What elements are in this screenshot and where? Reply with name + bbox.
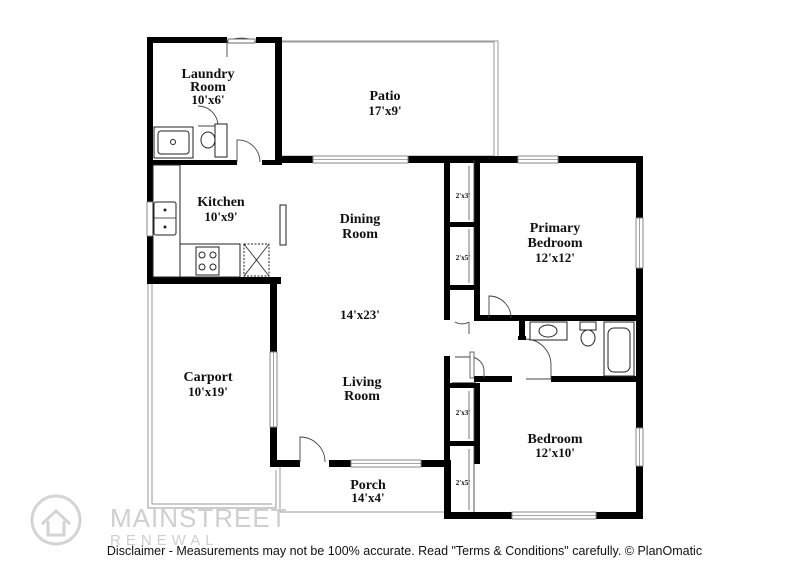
living-room-label-line2: Room [344,389,380,404]
primary-bedroom-dimensions: 12'x12' [535,250,575,265]
living-dining-dimensions: 14'x23' [340,307,380,322]
closet-label-3: 2'x3' [456,409,470,417]
room-labels: Laundry Room 10'x6' Patio 17'x9' Kitchen… [182,67,583,505]
mainstreet-renewal-logo: MAINSTREET RENEWAL [30,494,288,549]
carport-label: Carport [184,370,233,385]
kitchen-dimensions: 10'x9' [204,209,237,224]
closet-label-1: 2'x3' [456,192,470,200]
patio-dimensions: 17'x9' [368,103,401,118]
closet-label-2: 2'x5' [456,254,470,262]
kitchen-label: Kitchen [197,195,245,210]
porch-dimensions: 14'x4' [351,490,384,505]
patio-label: Patio [369,89,400,104]
dining-room-label-line1: Dining [340,212,380,227]
dining-room-label-line2: Room [342,227,378,242]
primary-bedroom-label-line2: Bedroom [528,236,583,251]
fixtures [152,123,635,377]
porch-label: Porch [350,478,386,493]
bedroom-dimensions: 12'x10' [535,445,575,460]
doors [197,37,552,512]
bedroom-label: Bedroom [528,432,583,447]
closet-lines [452,166,476,510]
laundry-room-label-line1: Laundry [182,67,235,82]
living-room-label-line1: Living [343,375,382,390]
closet-label-4: 2'x5' [456,479,470,487]
primary-bedroom-label-line1: Primary [530,221,581,236]
disclaimer-text: Disclaimer - Measurements may not be 100… [106,544,703,558]
walls [147,37,643,519]
laundry-room-label-line2: Room [190,80,226,95]
laundry-room-dimensions: 10'x6' [191,92,224,107]
logo-line2: RENEWAL [110,532,219,549]
logo-house-icon [30,494,82,546]
carport-dimensions: 10'x19' [188,384,228,399]
logo-line1: MAINSTREET [110,503,288,533]
windows [146,155,644,520]
